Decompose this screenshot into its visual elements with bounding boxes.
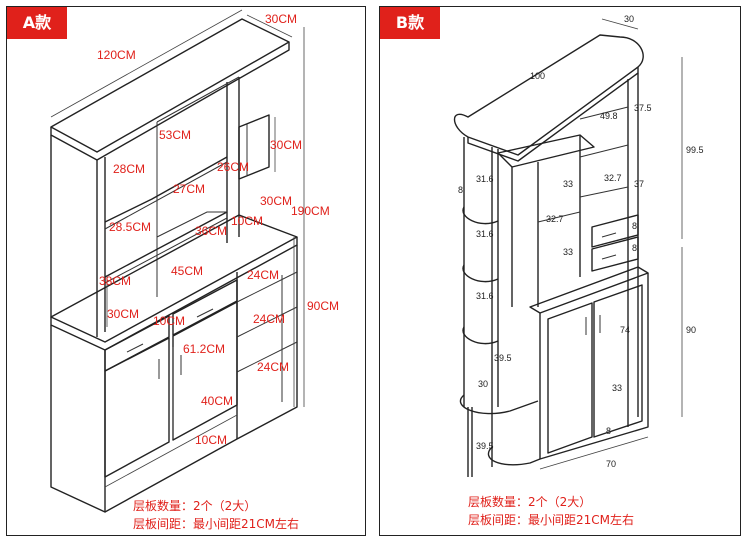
dim-b-8-b: 8 <box>632 221 637 231</box>
dim-a-36: 36CM <box>195 224 227 238</box>
dim-a-shelf-gap-2: 28.5CM <box>109 220 151 234</box>
dim-a-shelf-width: 27CM <box>173 182 205 196</box>
dim-a-height: 190CM <box>291 204 330 218</box>
dim-b-32-7-a: 32.7 <box>604 173 622 183</box>
dim-a-depth: 30CM <box>260 194 292 208</box>
shelf-a-1 <box>104 156 228 223</box>
dim-b-upper-height: 99.5 <box>686 145 704 155</box>
cabinet-b-drawing: 30 100 49.8 37.5 99.5 31.6 33 32.7 37 8 … <box>453 14 704 477</box>
dim-a-door-height: 61.2CM <box>183 342 225 356</box>
dim-b-33-c: 33 <box>612 383 622 393</box>
dim-b-31-6-a: 31.6 <box>476 174 494 184</box>
dim-b-37-5: 37.5 <box>634 103 652 113</box>
dim-b-8-a: 8 <box>458 185 463 195</box>
drawer-a-right <box>172 279 238 336</box>
dim-b-8-c: 8 <box>632 243 637 253</box>
shelf-spacing-note-b: 层板间距：最小间距21CM左右 <box>468 513 635 527</box>
door-a-left <box>104 337 170 478</box>
dim-b-31-6-c: 31.6 <box>476 291 494 301</box>
cabinet-a-panel: A款 <box>6 6 366 536</box>
dim-a-shelf-gap-1: 28CM <box>113 162 145 176</box>
dim-a-lower-height: 90CM <box>307 299 339 313</box>
dim-b-32-7-b: 32.7 <box>546 214 564 224</box>
dim-a-door-width: 40CM <box>201 394 233 408</box>
dim-b-31-6-b: 31.6 <box>476 229 494 239</box>
shelf-count-note-b: 层板数量：2个（2大） <box>468 495 592 509</box>
dim-b-39-5-a: 39.5 <box>494 353 512 363</box>
dim-b-33-a: 33 <box>563 179 573 189</box>
dim-b-37: 37 <box>634 179 644 189</box>
drawer-b-top <box>591 214 639 248</box>
cabinet-a-drawing: 30CM 120CM 53CM 30CM 28CM 26CM 27CM 30CM… <box>50 9 339 513</box>
dim-a-38: 38CM <box>99 274 131 288</box>
dim-a-open-shelf-2: 24CM <box>253 312 285 326</box>
dim-a-counter: 45CM <box>171 264 203 278</box>
drawer-a-left <box>104 315 170 372</box>
drawer-b-bottom <box>591 236 639 272</box>
door-b-left <box>547 302 593 454</box>
dim-a-plinth: 10CM <box>195 433 227 447</box>
dim-a-open-shelf-1: 24CM <box>247 268 279 282</box>
dim-a-open-shelf-3: 24CM <box>257 360 289 374</box>
shelf-count-note-a: 层板数量：2个（2大） <box>133 499 257 513</box>
dim-a-counter-depth: 30CM <box>107 307 139 321</box>
dim-a-side-box: 30CM <box>270 138 302 152</box>
dim-b-lower-height: 90 <box>686 325 696 335</box>
dim-a-side-depth: 26CM <box>217 160 249 174</box>
shelf-spacing-note-a: 层板间距：最小间距21CM左右 <box>133 517 300 531</box>
side-box-a <box>238 114 270 180</box>
door-b-right <box>593 284 643 438</box>
dim-b-base-width: 70 <box>606 459 616 469</box>
shelf-a-2 <box>104 211 228 278</box>
dim-b-width: 100 <box>530 71 545 81</box>
dim-b-39-5-b: 39.5 <box>476 441 494 451</box>
model-b-badge: B款 <box>380 7 440 39</box>
dim-b-30: 30 <box>478 379 488 389</box>
dim-b-33-b: 33 <box>563 247 573 257</box>
dim-a-width: 120CM <box>97 48 136 62</box>
dim-b-depth: 30 <box>624 14 634 24</box>
dim-a-top-depth: 30CM <box>265 12 297 26</box>
dim-b-door-height: 74 <box>620 325 630 335</box>
top-board-b <box>453 34 644 156</box>
cabinet-b-panel: B款 <box>379 6 741 536</box>
dim-b-49-8: 49.8 <box>600 111 618 121</box>
dim-b-8-d: 8 <box>606 426 611 436</box>
model-a-badge: A款 <box>7 7 67 39</box>
dim-a-10-upper: 10CM <box>231 214 263 228</box>
dim-a-10-drawer: 10CM <box>153 314 185 328</box>
dim-a-upper-width: 53CM <box>159 128 191 142</box>
